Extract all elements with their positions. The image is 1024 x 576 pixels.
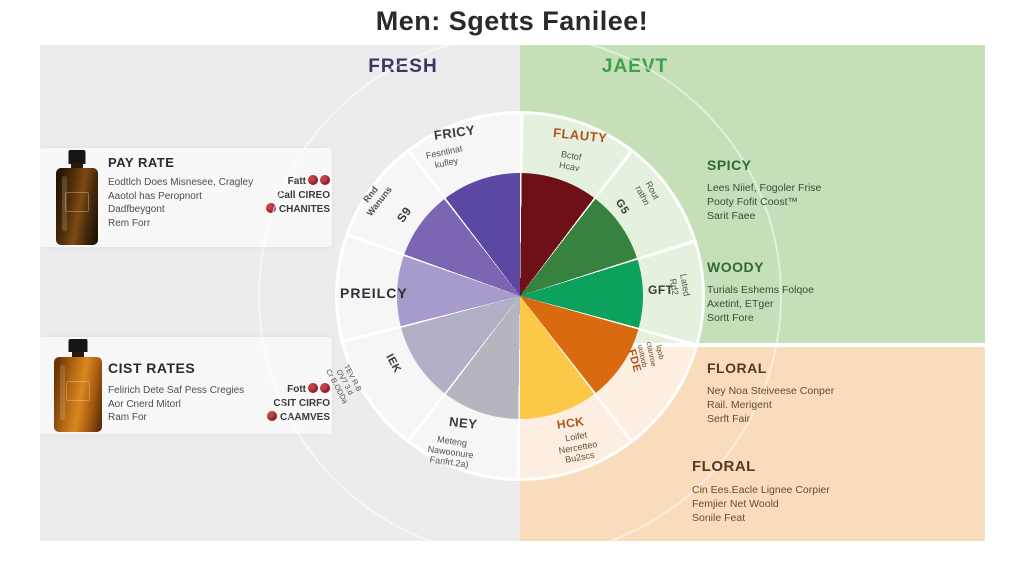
fragrance-wheel-pie (397, 173, 643, 419)
category-floral-1: FLORAL Ney Noa Steiveese Conper Rail. Me… (707, 360, 977, 426)
bottle-body (56, 168, 98, 245)
bottle-glint (62, 176, 67, 231)
wheel-sublabel-flauty: Bctof Hcav (558, 149, 583, 173)
bottle-body (54, 357, 102, 432)
wheel-label-ney: NEY (448, 414, 479, 432)
perfume-bottle-icon (54, 339, 102, 432)
category-lines: Lees Niief, Fogoler Frise Pooty Fofit Co… (707, 182, 822, 222)
product-description: Felirich Dete Saf Pess Cregies Aor Cnerd… (108, 385, 245, 423)
wheel-sublabel-hck: Loifet Nercetteo Bu2scs (557, 429, 598, 465)
category-lines: Cin Ees.Eacle Lignee Corpier Femjier Net… (692, 484, 830, 524)
red-badge-icon (266, 411, 277, 421)
perfume-bottle-icon (56, 150, 98, 245)
product-description: Eodtlch Does Misnesee, Cragley Aaotol ha… (108, 177, 254, 229)
bottle-cap (68, 150, 86, 164)
category-lines: Ney Noa Steiveese Conper Rail. Merigent … (707, 385, 835, 425)
category-title: FLORAL (692, 458, 756, 475)
bottle-label (66, 381, 90, 401)
bottle-cap (68, 339, 88, 352)
outer-faint-circle (258, 45, 782, 541)
category-woody: WOODY Turials Eshems Folqoe Axetint, ETg… (707, 259, 977, 325)
product-name: CIST RATES (108, 360, 196, 376)
red-badge-icon (265, 203, 276, 213)
bottle-neck (71, 163, 83, 170)
content-area: FRESH JAEVT PAY RATE Eodtlch Does Misnes… (40, 45, 985, 541)
page-title: Men: Sgetts Fanilee! (375, 6, 649, 36)
wheel-label-preilcy: PREILCY (340, 285, 408, 301)
category-title: SPICY (707, 157, 752, 173)
category-title: WOODY (707, 259, 764, 275)
wheel-sublabel-gft: Lated Rd2 (668, 273, 692, 297)
category-lines: Turials Eshems Folqoe Axetint, ETger Sor… (707, 284, 814, 324)
category-title: FLORAL (707, 360, 767, 376)
bottle-neck (72, 352, 84, 359)
bottle-glint (60, 365, 65, 420)
wheel-sublabel-ney: Meteng Nawoonure Fanfrt.2a) (427, 434, 475, 470)
category-spicy: SPICY Lees Niief, Fogoler Frise Pooty Fo… (707, 157, 977, 223)
category-floral-2: FLORAL Cin Ees.Eacle Lignee Corpier Femj… (692, 458, 962, 525)
bottle-label (65, 192, 89, 212)
wheel-label-gft: GFT (648, 283, 674, 297)
product-name: PAY RATE (108, 155, 175, 170)
